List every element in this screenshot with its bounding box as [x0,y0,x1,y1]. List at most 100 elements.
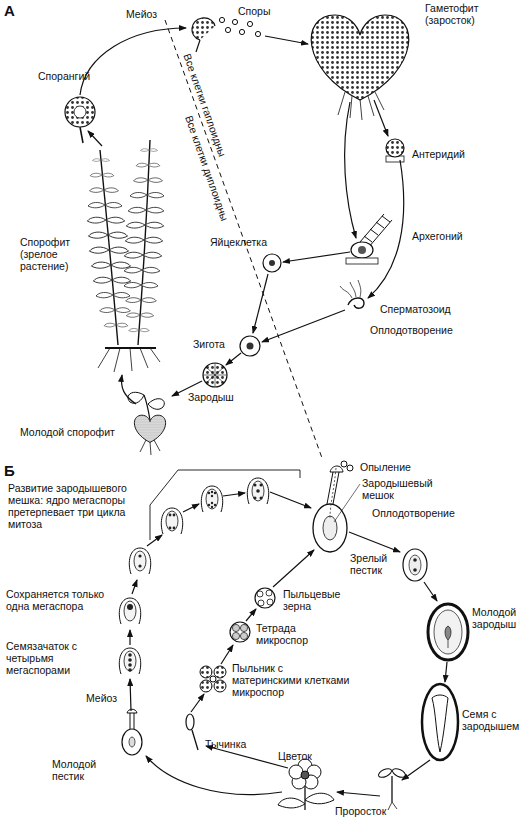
fertilized-ovule-drawing [409,555,421,575]
anther-drawing [210,676,216,682]
pollen-drawing [257,591,263,597]
open-sporangium-drawing [196,40,200,52]
ovule-drawing [138,554,141,557]
mature-pistil-drawing [313,461,360,552]
mature-sporophyte-drawing [90,188,119,193]
open-sporangium-drawing [255,31,260,36]
cycle-arrow [130,679,131,711]
mature-sporophyte-drawing [88,232,127,238]
young-embryo-drawing [428,604,468,660]
tetrad-drawing [240,624,247,631]
ovule-drawing [119,598,140,624]
zygote-drawing [240,336,260,356]
stage-label: Тетрада микроспор [256,622,326,646]
mature-sporophyte-drawing [134,178,163,183]
pollen-drawing [266,590,272,596]
mature-sporophyte-drawing [91,262,130,268]
young-sporophyte-drawing [148,399,164,410]
cycle-arrow [345,102,356,238]
ovule-drawing [208,492,210,494]
sporangium-drawing [74,106,86,118]
egg-cell-drawing [263,254,281,272]
stage-label: Зародышевый мешок [362,477,452,501]
ovule-drawing [128,658,132,662]
mature-sporophyte-drawing [89,247,128,253]
anther-drawing [200,666,226,692]
pollen-drawing [255,588,275,608]
stage-label: Тычинка [205,738,265,750]
anther-drawing [200,680,212,692]
ovule-drawing [173,514,176,517]
mature-sporophyte-drawing [126,222,163,228]
stage-label: Проросток [335,805,405,817]
open-sporangium-drawing [192,17,261,52]
zygote-drawing [247,343,254,350]
young-sporophyte-drawing [140,440,160,455]
stage-label: Оплодотворение [370,324,480,336]
flower-drawing [278,798,305,808]
ovule-drawing [211,495,213,497]
young-pistil-drawing [122,709,142,755]
cycle-arrow [402,760,430,780]
ovule-drawing [211,491,213,493]
fertilized-ovule-drawing [413,558,417,562]
egg-cell-drawing [263,254,281,272]
embryo-drawing [203,363,227,387]
flower-drawing [301,771,309,779]
stamen-drawing [186,714,198,750]
cycle-arrow [80,28,404,404]
tetrad-drawing [230,622,250,642]
open-sporangium-drawing [232,19,237,24]
mature-sporophyte-drawing [141,149,158,152]
cycle-arrow [130,492,447,796]
mature-sporophyte-drawing [124,267,160,273]
tetrad-drawing [232,624,239,631]
gametophyte-drawing [311,15,408,100]
cycle-arrow [221,645,233,664]
mature-sporophyte-drawing [105,347,156,349]
ovule-drawing [127,604,133,610]
ovule-drawing [256,489,260,493]
fertilized-ovule-drawing [413,568,417,572]
mature-sporophyte-drawing [130,192,164,197]
anther-drawing [214,680,226,692]
young-pistil-drawing [129,737,135,747]
stage-label: Архегоний [412,230,492,242]
cycle-arrow [132,580,137,594]
cycle-arrow [445,662,447,682]
mature-sporophyte-drawing [136,163,160,167]
young-pistil-drawing [130,713,134,729]
cycle-arrow [424,582,437,601]
cycle-arrow [283,252,350,262]
sperm-drawing [348,298,364,308]
cycle-arrow [80,28,186,95]
stage-label: Зигота [193,338,243,350]
tetrad-drawing [230,622,250,642]
archegonium-drawing [346,258,378,264]
cycle-arrow [183,504,199,512]
mature-sporophyte-drawing [125,237,162,243]
stage-label: Молодой зародыш [472,606,520,630]
seedling-drawing [391,776,392,802]
mature-pistil-drawing [347,465,353,471]
mature-sporophyte-drawing [124,252,161,258]
ovule-drawing [254,484,257,487]
ovule-drawing [173,527,176,530]
ploidy-divider [165,20,322,458]
archegonium-drawing [358,246,366,254]
antheridium-drawing [386,139,404,162]
ovule-drawing [128,653,132,657]
ovule-drawing [247,478,268,504]
panel-letter: А [4,2,28,19]
tetrad-drawing [240,632,247,639]
mature-sporophyte-drawing [126,298,157,303]
pollen-drawing [258,600,264,606]
mature-sporophyte-drawing [98,348,160,372]
ploidy-divider [165,20,322,458]
flower-drawing [304,784,305,810]
anther-drawing [200,666,212,678]
mature-sporophyte-drawing [87,140,164,372]
development-bracket [150,470,300,540]
egg-cell-drawing [269,260,275,266]
